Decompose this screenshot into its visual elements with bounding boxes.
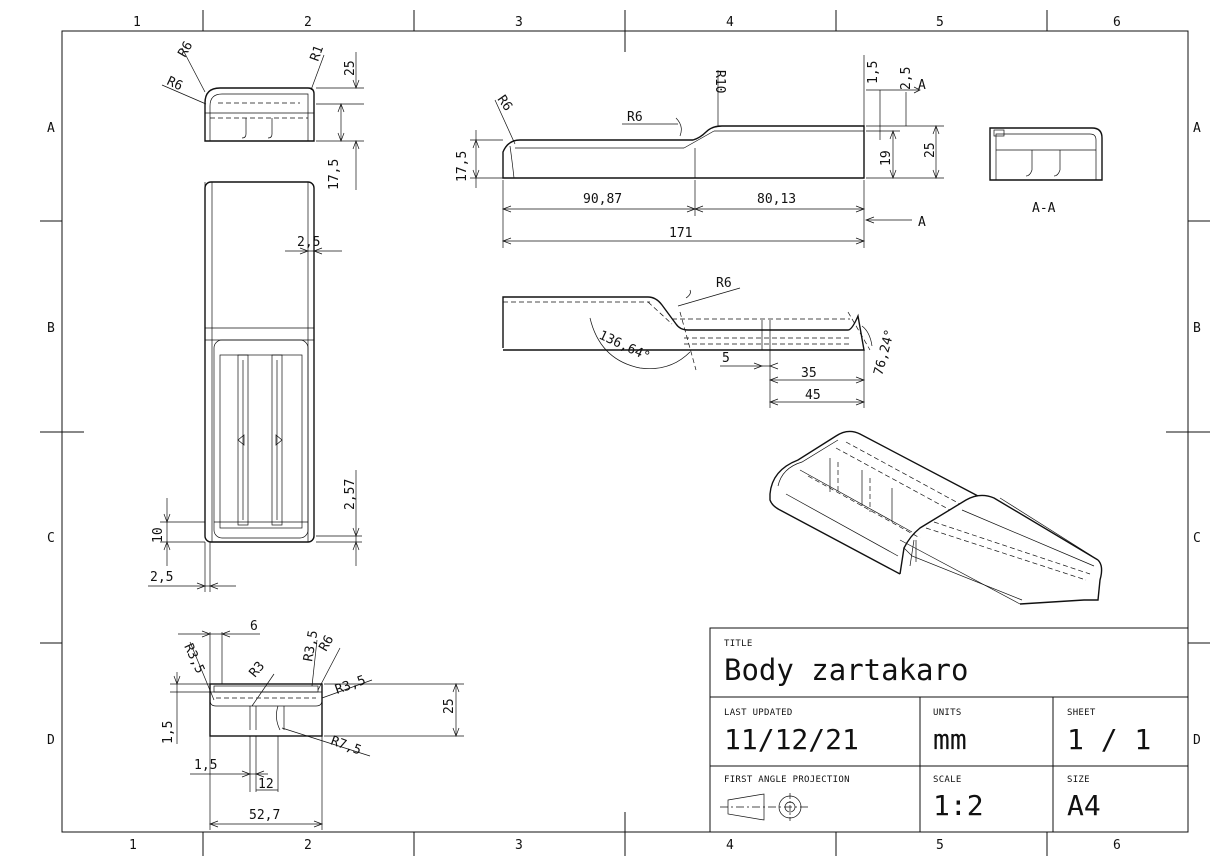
title-block xyxy=(709,627,1189,833)
dim-1-5-side: 1,5 xyxy=(866,61,881,84)
last-updated-value: 11/12/21 xyxy=(724,723,859,756)
dim-171: 171 xyxy=(669,226,692,241)
row-label-a-right: A xyxy=(1193,121,1201,136)
dim-52-7: 52,7 xyxy=(249,808,280,823)
side-view xyxy=(470,55,944,248)
col-label-5: 5 xyxy=(936,15,944,30)
dim-angle-76: 76,24° xyxy=(871,328,898,377)
section-a-a xyxy=(989,127,1103,181)
dim-5: 5 xyxy=(722,351,730,366)
end-view-top xyxy=(161,47,364,190)
dim-6: 6 xyxy=(250,619,258,634)
dim-10: 10 xyxy=(151,527,166,543)
dim-1-5-front-b: 1,5 xyxy=(194,758,217,773)
scale-value: 1:2 xyxy=(933,789,984,822)
col-label-5b: 5 xyxy=(936,838,944,853)
section-label: A-A xyxy=(1032,201,1056,216)
col-label-6b: 6 xyxy=(1113,838,1121,853)
dim-17-5-side: 17,5 xyxy=(455,151,470,182)
dim-80-13: 80,13 xyxy=(757,192,796,207)
dim-90-87: 90,87 xyxy=(583,192,622,207)
row-label-b-right: B xyxy=(1193,321,1201,336)
dim-2-5-plan: 2,5 xyxy=(297,235,320,250)
end-view-bottom xyxy=(170,630,464,830)
size-label: SIZE xyxy=(1067,775,1090,785)
col-label-2b: 2 xyxy=(304,838,312,853)
last-updated-label: LAST UPDATED xyxy=(724,708,793,718)
sheet-border xyxy=(40,10,1210,856)
dim-r6-top-a: R6 xyxy=(175,39,196,60)
dim-12: 12 xyxy=(258,777,274,792)
dim-25-front: 25 xyxy=(442,698,457,714)
section-marker-a-top: A xyxy=(918,78,926,93)
dim-2-57: 2,57 xyxy=(343,479,358,510)
col-label-2: 2 xyxy=(304,15,312,30)
grid-labels: 1 2 3 4 5 6 1 2 3 4 5 6 A B C D A B C D xyxy=(47,15,1201,853)
dim-r10: R10 xyxy=(712,70,727,93)
isometric-view xyxy=(769,430,1103,605)
col-label-1b: 1 xyxy=(129,838,137,853)
row-label-c: C xyxy=(47,531,55,546)
dim-r6-front: R6 xyxy=(316,633,337,654)
dim-r3-5-b: R3,5 xyxy=(301,629,321,662)
projection-label: FIRST ANGLE PROJECTION xyxy=(724,775,850,785)
dim-2-5-side: 2,5 xyxy=(899,67,914,90)
row-label-d-right: D xyxy=(1193,733,1201,748)
dim-1-5-front: 1,5 xyxy=(161,721,176,744)
dim-r3-5-a: R3,5 xyxy=(180,641,207,676)
col-label-3: 3 xyxy=(515,15,523,30)
dim-25-top: 25 xyxy=(343,60,358,76)
col-label-1: 1 xyxy=(133,15,141,30)
col-label-3b: 3 xyxy=(515,838,523,853)
dim-r6-top-b: R6 xyxy=(164,74,185,94)
dim-35: 35 xyxy=(801,366,817,381)
row-label-d: D xyxy=(47,733,55,748)
dim-45: 45 xyxy=(805,388,821,403)
sheet-label: SHEET xyxy=(1067,708,1096,718)
dim-r3-5-c: R3,5 xyxy=(333,673,368,698)
dim-r1: R1 xyxy=(308,44,327,64)
dim-17-5-top: 17,5 xyxy=(327,159,342,190)
bent-profile-view xyxy=(502,287,873,408)
dim-r6-side-a: R6 xyxy=(494,93,515,114)
drawing-title: Body zartakaro xyxy=(724,653,968,687)
dim-19: 19 xyxy=(879,150,894,166)
first-angle-projection-icon xyxy=(720,793,808,821)
col-label-6: 6 xyxy=(1113,15,1121,30)
row-label-c-right: C xyxy=(1193,531,1201,546)
size-value: A4 xyxy=(1067,789,1101,822)
dim-r6-side-b: R6 xyxy=(627,110,643,125)
plan-view xyxy=(148,181,362,592)
dim-r3: R3 xyxy=(247,659,269,681)
sheet-value: 1 / 1 xyxy=(1067,723,1151,756)
row-label-b: B xyxy=(47,321,55,336)
units-label: UNITS xyxy=(933,708,962,718)
units-value: mm xyxy=(933,723,967,756)
dim-r6-bent: R6 xyxy=(716,276,732,291)
dim-25-side: 25 xyxy=(923,142,938,158)
col-label-4b: 4 xyxy=(726,838,734,853)
section-marker-a-bottom: A xyxy=(918,215,926,230)
title-label: TITLE xyxy=(724,639,753,649)
row-label-a: A xyxy=(47,121,55,136)
col-label-4: 4 xyxy=(726,15,734,30)
dim-r7-5: R7,5 xyxy=(329,734,364,759)
dim-angle-136: 136,64° xyxy=(596,328,652,365)
scale-label: SCALE xyxy=(933,775,962,785)
dim-2-5-plan-b: 2,5 xyxy=(150,570,173,585)
